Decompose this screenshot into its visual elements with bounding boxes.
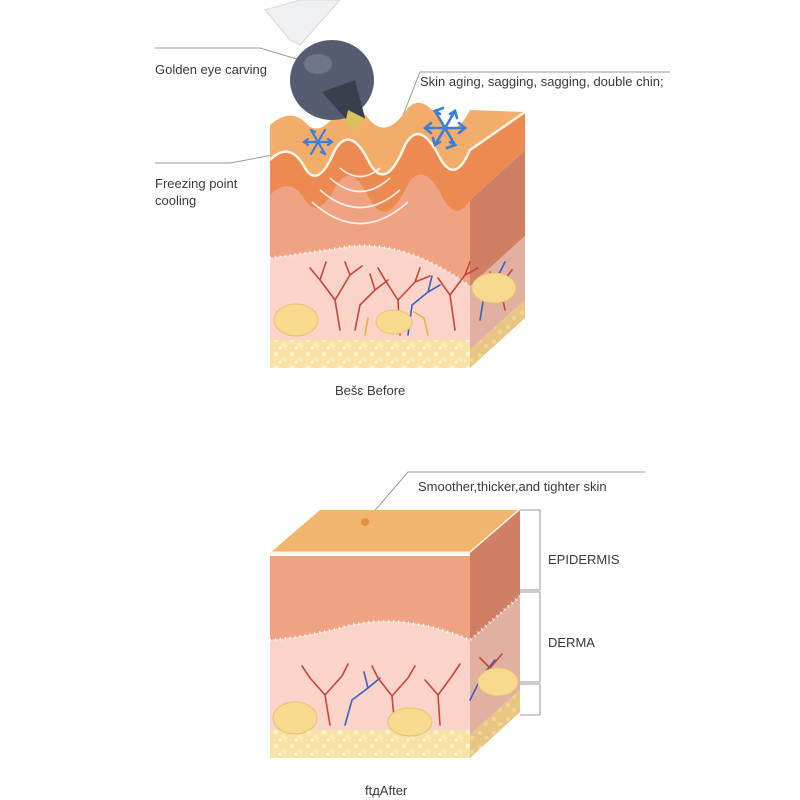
cooling-label-line2: cooling [155,192,196,209]
hypodermis-bracket [520,684,540,715]
epidermis-bracket [520,510,540,590]
cooling-label-line1: Freezing point [155,175,237,192]
layer-derma-label: DERMA [548,634,595,651]
before-caption: Bešɛ Before [335,382,405,399]
problem-label: Skin aging, sagging, sagging, double chi… [420,73,664,90]
device-probe-icon [265,0,374,130]
result-label: Smoother,thicker,and tighter skin [418,478,607,495]
after-fat-layer [270,730,470,758]
after-skin-block [270,510,520,758]
result-marker-dot [361,518,369,526]
after-caption: ftдAfter [365,782,407,799]
device-leader-line [155,48,300,60]
derma-bracket [520,592,540,682]
before-fat-layer [270,340,470,368]
device-label: Golden eye carving [155,61,267,78]
layer-epidermis-label: EPIDERMIS [548,551,620,568]
before-skin-block [265,0,525,368]
